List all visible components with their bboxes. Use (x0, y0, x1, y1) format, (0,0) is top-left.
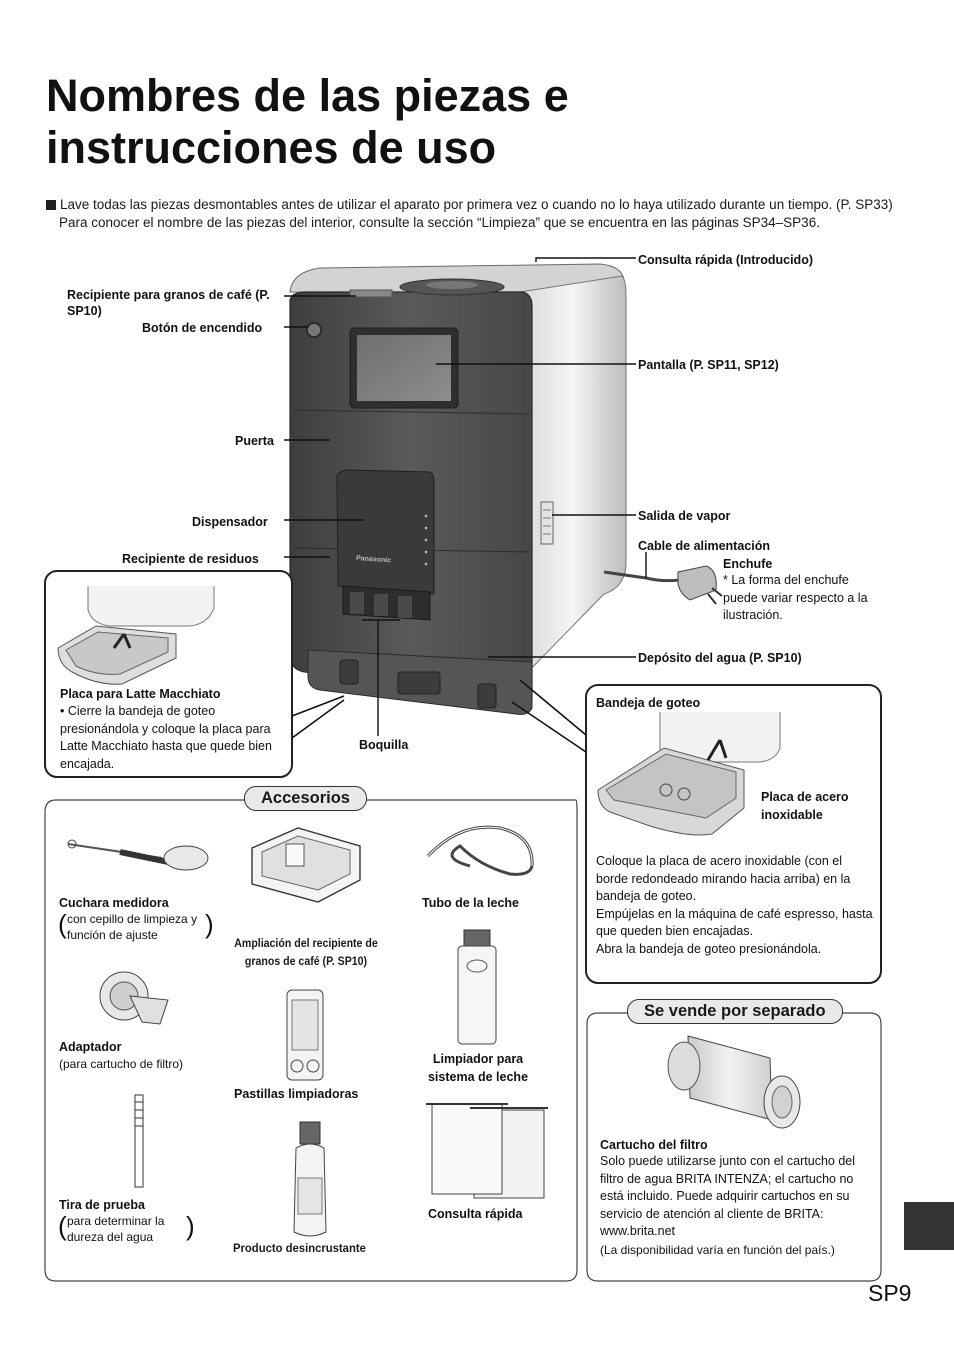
title-line-1: Nombres de las piezas e (46, 70, 569, 121)
drip-box-text: Coloque la placa de acero inoxidable (co… (596, 853, 876, 958)
accessories-heading: Accesorios (244, 786, 367, 811)
label-waste-container: Recipiente de residuos (122, 552, 259, 566)
drip-box-text-3: Abra la bandeja de goteo presionándola. (596, 941, 822, 956)
quick-reference-illustration (426, 1103, 548, 1199)
latte-box-text: • Cierre la bandeja de goteo presionándo… (60, 704, 272, 771)
accessory-descaler: Producto desincrustante (233, 1241, 366, 1255)
intro-line-2: Para conocer el nombre de las piezas del… (59, 214, 820, 230)
separate-heading: Se vende por separado (627, 999, 843, 1024)
label-bean-container: Recipiente para granos de café (P. SP10) (67, 288, 270, 318)
accessory-adapter-title: Adaptador (59, 1040, 122, 1054)
descaler-bottle-illustration (293, 1121, 327, 1237)
milk-cleaner-bottle-illustration (457, 929, 497, 1045)
adapter-illustration (99, 971, 169, 1025)
label-quick-ref-included: Consulta rápida (Introducido) (638, 253, 813, 267)
accessory-spoon-note: ( con cepillo de limpieza y función de a… (58, 909, 214, 942)
accessories-frame (44, 799, 578, 1282)
label-water-tank: Depósito del agua (P. SP10) (638, 651, 802, 665)
latte-plate-illustration (57, 586, 215, 685)
drip-box-title: Bandeja de goteo (596, 696, 701, 710)
separate-frame (586, 1012, 882, 1282)
measuring-spoon-illustration (67, 839, 209, 871)
label-door: Puerta (235, 434, 274, 448)
milk-tube-illustration (426, 825, 534, 876)
separate-text: Solo puede utilizarse junto con el cartu… (600, 1154, 856, 1238)
separate-title: Cartucho del filtro (600, 1138, 708, 1152)
intro-line-1: Lave todas las piezas desmontables antes… (60, 197, 893, 212)
accessory-extension: Ampliación del recipiente de granos de c… (234, 938, 378, 968)
label-power-cord: Cable de alimentación (638, 539, 770, 553)
drip-box-text-2: Empújelas en la máquina de café espresso… (596, 906, 873, 939)
intro-text: Lave todas las piezas desmontables antes… (46, 196, 896, 231)
drip-box-text-1: Coloque la placa de acero inoxidable (co… (596, 854, 851, 903)
container-extension-illustration (251, 827, 361, 903)
brand-logo: Panasonic (356, 555, 392, 564)
accessory-adapter-note: (para cartucho de filtro) (59, 1057, 184, 1071)
label-dispenser: Dispensador (192, 515, 268, 529)
test-strip-illustration (134, 1094, 144, 1188)
drip-tray-illustration (597, 712, 781, 836)
label-steam-outlet: Salida de vapor (638, 509, 731, 523)
accessory-strip-title: Tira de prueba (59, 1198, 145, 1212)
accessory-strip-note: ( para determinar la dureza del agua ) (58, 1211, 195, 1244)
label-display: Pantalla (P. SP11, SP12) (638, 358, 779, 372)
separate-note: (La disponibilidad varía en función del … (600, 1243, 835, 1257)
section-tab-marker (904, 1202, 954, 1250)
filter-cartridge-illustration (667, 1035, 801, 1129)
accessory-tablets: Pastillas limpiadoras (234, 1087, 359, 1101)
label-power-button: Botón de encendido (142, 321, 263, 335)
latte-box-title: Placa para Latte Macchiato (60, 687, 221, 701)
page-number: SP9 (868, 1280, 912, 1306)
coffee-machine-illustration: Panasonic (289, 263, 723, 715)
bullet-square-icon (46, 200, 56, 210)
accessory-milk-tube: Tubo de la leche (422, 896, 520, 910)
title-line-2: instrucciones de uso (46, 122, 497, 173)
page-title: Nombres de las piezas e instrucciones de… (46, 70, 846, 174)
accessory-milk-cleaner: Limpiador para sistema de leche (427, 1052, 529, 1084)
label-nozzle: Boquilla (359, 738, 409, 752)
label-stainless-plate: Placa de acero inoxidable (761, 790, 849, 822)
accessory-strip-note-text: para determinar la dureza del agua (67, 1214, 165, 1244)
accessory-quick-ref: Consulta rápida (428, 1207, 523, 1221)
accessory-spoon-title: Cuchara medidora (59, 896, 169, 910)
label-plug: Enchufe (723, 557, 773, 571)
accessory-spoon-note-text: con cepillo de limpieza y función de aju… (67, 912, 198, 942)
plug-note: * La forma del enchufe puede variar resp… (723, 573, 868, 622)
cleaning-tablets-illustration (286, 989, 324, 1081)
